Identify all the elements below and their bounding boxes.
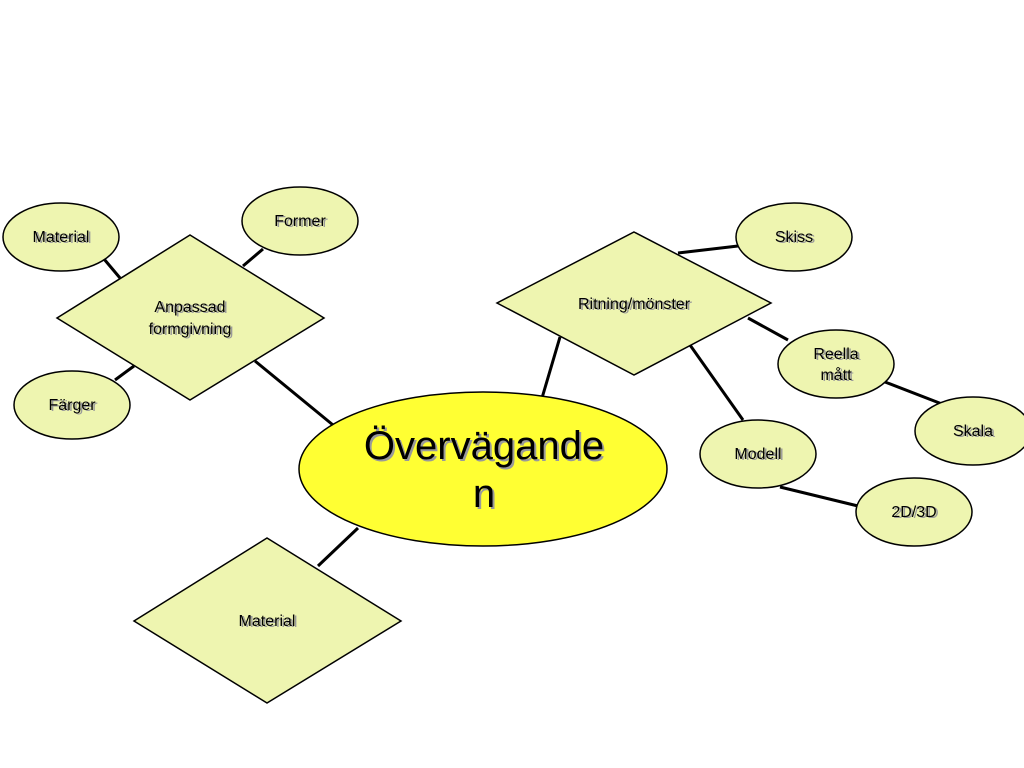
center-label-line2: n	[473, 472, 495, 516]
label-shadows: Anpassad formgivning Ritning/mönster Mat…	[35, 214, 996, 631]
farger-shadow: Färger	[50, 398, 98, 415]
center-line2-shadow: n	[475, 474, 497, 518]
dim-shadow: 2D/3D	[893, 505, 938, 522]
center-line1-shadow: Övervägande	[366, 426, 606, 470]
material-ellipse-node	[2, 202, 120, 272]
material-ellipse-shadow: Material	[35, 230, 92, 247]
center-node	[298, 391, 668, 547]
connector-modell-ritning	[688, 344, 745, 421]
anpassad-label-line1: Anpassad	[154, 299, 225, 316]
skiss-node	[735, 202, 853, 272]
anpassad-line2-shadow: formgivning	[151, 322, 234, 339]
material-diamond-shadow: Material	[241, 614, 298, 631]
skiss-shadow: Skiss	[777, 230, 815, 247]
ritning-shadow: Ritning/mönster	[580, 297, 693, 314]
former-label: Former	[274, 213, 326, 230]
connector-dim-modell	[779, 485, 859, 508]
dim-label: 2D/3D	[891, 504, 936, 521]
anpassad-line1-shadow: Anpassad	[156, 300, 227, 317]
connector-anpassad-center	[254, 359, 334, 427]
dim-node	[855, 477, 973, 547]
center-label-line1: Övervägande	[364, 424, 604, 468]
connector-ritning-center	[540, 336, 562, 399]
connector-former-anpassad	[242, 247, 264, 268]
connectors	[102, 244, 943, 568]
skiss-label: Skiss	[775, 229, 813, 246]
modell-node	[699, 419, 817, 489]
anpassad-formgivning-node	[55, 234, 326, 401]
material-ellipse-label: Material	[33, 229, 90, 246]
reella-line1-shadow: Reella	[815, 347, 860, 364]
reella-matt-node	[777, 329, 895, 399]
former-shadow: Former	[276, 214, 328, 231]
connector-reella-ritning	[747, 316, 789, 342]
reella-label-line1: Reella	[813, 346, 858, 363]
former-node	[241, 186, 359, 256]
connector-material-diamond-center	[316, 526, 360, 568]
connector-material-ellipse-anpassad	[102, 258, 122, 279]
connector-skiss-ritning	[677, 244, 739, 255]
labels: Anpassad formgivning Ritning/mönster Mat…	[33, 213, 994, 630]
reella-label-line2: mått	[820, 366, 852, 384]
anpassad-label-line2: formgivning	[149, 321, 232, 338]
modell-label: Modell	[734, 446, 781, 463]
ritning-label: Ritning/mönster	[578, 296, 691, 313]
farger-node	[13, 370, 131, 440]
skala-shadow: Skala	[955, 424, 995, 441]
connector-skala-reella	[884, 380, 943, 406]
material-diamond-node	[132, 537, 403, 704]
reella-line2-shadow: mått	[822, 367, 854, 385]
skala-node	[914, 396, 1024, 466]
skala-label: Skala	[953, 423, 993, 440]
farger-label: Färger	[48, 397, 96, 414]
material-diamond-label: Material	[239, 613, 296, 630]
ritning-monster-node	[495, 231, 773, 376]
connector-farger-anpassad	[114, 364, 135, 382]
modell-shadow: Modell	[736, 447, 783, 464]
